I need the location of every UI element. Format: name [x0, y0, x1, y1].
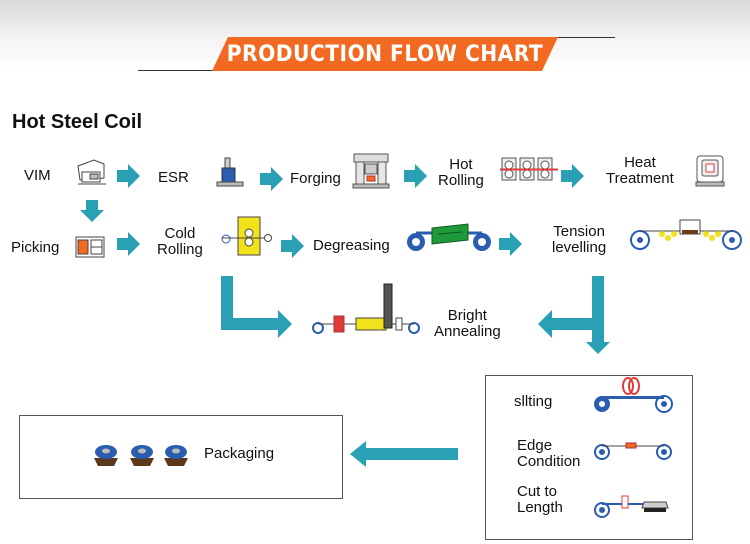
label-slitting: sllting: [514, 393, 553, 410]
arrow-forging-to-hot-rolling: [404, 164, 427, 188]
label-forging: Forging: [290, 170, 341, 187]
label-bright-annealing-line2: Annealing: [434, 323, 501, 340]
label-cut-to-length-line1: Cut to: [517, 483, 558, 500]
arrow-vim-to-esr: [117, 164, 140, 188]
bright-annealing-machine-icon: [312, 283, 420, 334]
label-heat-treatment-line2: Treatment: [606, 170, 674, 187]
arrow-finishing-to-packaging: [350, 441, 458, 467]
arrow-to-finishing: [586, 330, 610, 354]
label-bright-annealing-line1: Bright: [447, 307, 487, 324]
label-tension-levelling-line2: levelling: [552, 239, 607, 256]
label-cut-to-length-line2: Length: [517, 499, 563, 516]
section-title: Hot Steel Coil: [12, 111, 143, 133]
esr-machine-icon: [216, 157, 244, 187]
page-title-banner: PRODUCTION FLOW CHART: [212, 37, 558, 71]
label-edge-condition: Edge Condition: [517, 438, 580, 470]
label-tension-levelling-line1: Tension: [553, 223, 605, 240]
label-bright-annealing: Bright Annealing: [434, 308, 501, 340]
label-degreasing: Degreasing: [313, 237, 390, 254]
slitting-machine-icon: [594, 377, 673, 413]
label-hot-rolling-line1: Hot: [449, 156, 473, 173]
picking-machine-icon: [75, 236, 105, 258]
label-hot-rolling: Hot Rolling: [438, 157, 484, 189]
label-cold-rolling-line1: Cold: [164, 225, 196, 242]
label-tension-levelling: Tension levelling: [552, 224, 606, 256]
vim-machine-icon: [77, 159, 106, 185]
cold-rolling-machine-icon: [221, 216, 272, 256]
label-packaging: Packaging: [204, 445, 275, 462]
arrow-picking-to-cold-rolling: [117, 232, 140, 256]
label-cold-rolling: Cold Rolling: [157, 226, 203, 258]
label-esr: ESR: [158, 169, 189, 186]
label-heat-treatment: Heat Treatment: [606, 155, 674, 187]
hot-rolling-machine-icon: [500, 157, 558, 181]
label-edge-condition-line2: Condition: [517, 453, 581, 470]
label-picking: Picking: [11, 239, 60, 256]
degreasing-machine-icon: [407, 223, 491, 251]
cut-to-length-machine-icon: [594, 495, 669, 518]
label-vim: VIM: [24, 167, 51, 184]
heat-treatment-machine-icon: [695, 155, 725, 187]
arrow-cold-rolling-to-annealing: [221, 276, 292, 338]
arrow-hot-rolling-to-heat-treatment: [561, 164, 584, 188]
label-edge-condition-line1: Edge: [517, 437, 553, 454]
label-hot-rolling-line2: Rolling: [438, 172, 484, 189]
label-cut-to-length: Cut to Length: [517, 484, 563, 516]
tension-levelling-machine-icon: [630, 219, 742, 250]
packaging-coils-icon: [94, 445, 188, 466]
label-cold-rolling-line2: Rolling: [157, 241, 203, 258]
edge-condition-machine-icon: [594, 442, 672, 460]
label-heat-treatment-line1: Heat: [624, 154, 656, 171]
arrow-vim-to-picking: [80, 200, 104, 222]
page-title: PRODUCTION FLOW CHART: [226, 41, 544, 67]
arrow-tension-to-annealing: [538, 276, 604, 338]
forging-machine-icon: [352, 153, 390, 189]
arrow-esr-to-forging: [260, 167, 283, 191]
arrow-cold-rolling-to-degreasing: [281, 234, 304, 258]
arrow-degreasing-to-tension-levelling: [499, 232, 522, 256]
